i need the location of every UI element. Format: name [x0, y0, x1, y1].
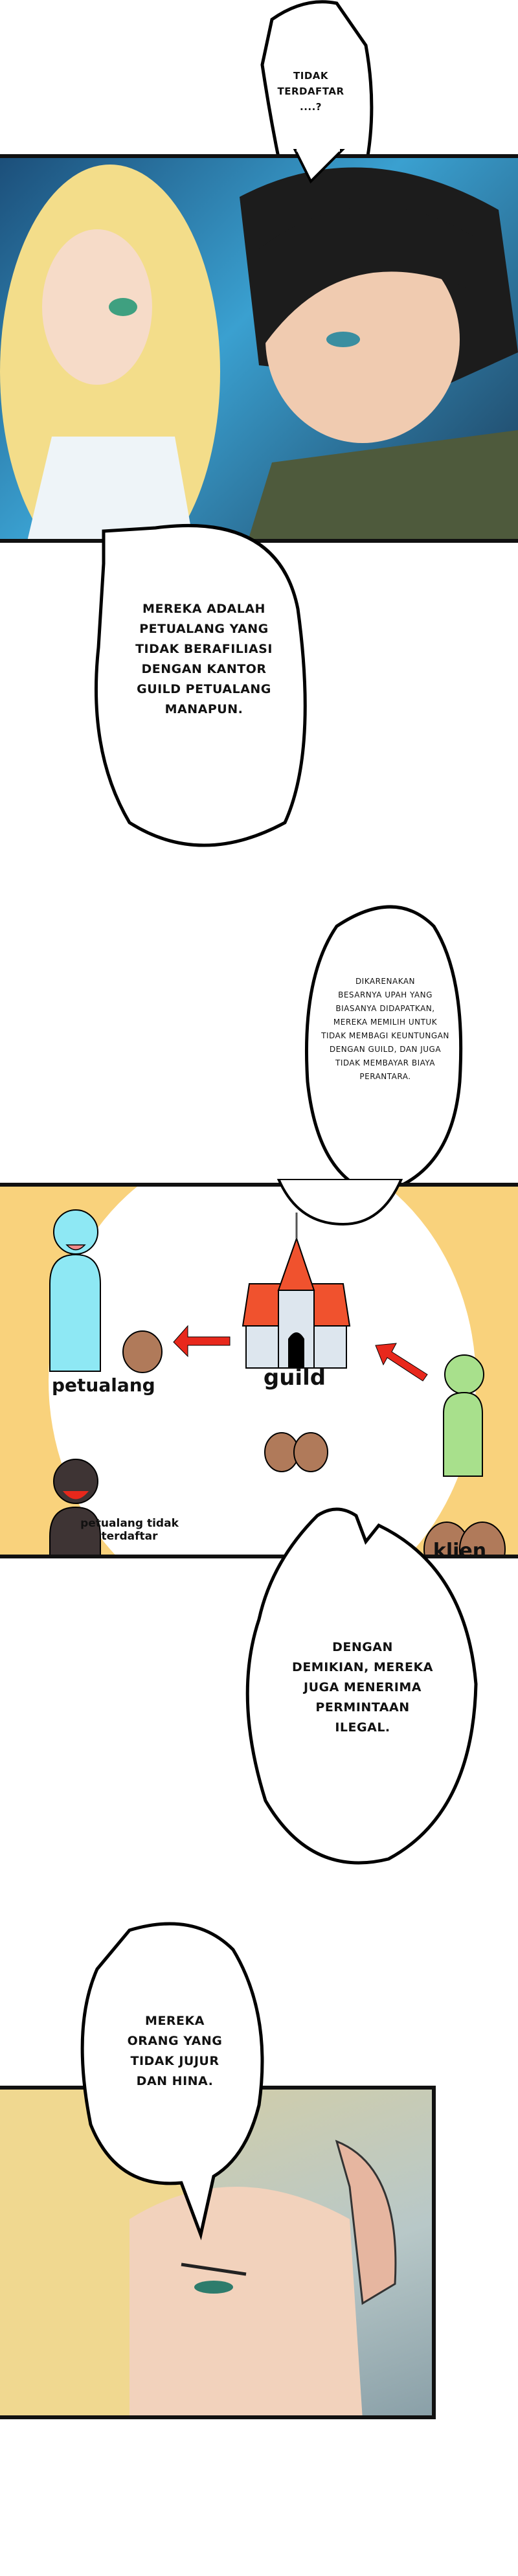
bubble-1-text: TIDAK TERDAFTAR ....? [277, 70, 344, 113]
panel-characters [0, 154, 518, 543]
speech-bubble-2 [95, 524, 307, 847]
bubble-5-text: MEREKA ORANG YANG TIDAK JUJUR DAN HINA. [127, 2014, 223, 2088]
label-adventurer: petualang [52, 1374, 155, 1396]
unregistered-adventurer-figure [49, 1459, 101, 1555]
diagram-art [49, 1187, 506, 1555]
money-bag-icon [122, 1330, 163, 1373]
bubble-3-text: DIKARENAKAN BESARNYA UPAH YANG BIASANYA … [321, 977, 449, 1081]
money-bag-icon [293, 1432, 328, 1472]
label-guild: guild [263, 1365, 326, 1391]
label-client: klien [433, 1540, 487, 1558]
speech-bubble-3 [305, 905, 463, 1228]
bubble-3-tail [276, 1179, 403, 1226]
guild-building-icon [242, 1213, 351, 1369]
bubble-1-tail [293, 149, 345, 184]
bubble-4-text: DENGAN DEMIKIAN, MEREKA JUGA MENERIMA PE… [292, 1640, 433, 1735]
arrow-guild-to-adventurer [173, 1325, 231, 1358]
diagram-highlight-circle [49, 1187, 476, 1555]
arrow-client-to-guild [375, 1343, 428, 1382]
adventurer-figure [49, 1209, 101, 1372]
money-bag-icon [459, 1522, 506, 1555]
speech-bubble-5 [80, 1922, 264, 2240]
panel-characters-art [0, 165, 518, 539]
client-figure [443, 1354, 484, 1477]
bubble-2-text: MEREKA ADALAH PETUALANG YANG TIDAK BERAF… [135, 602, 273, 716]
panel-diagram: petualang guild klien petualang tidak te… [0, 1183, 518, 1558]
label-unregistered-adventurer: petualang tidak terdaftar [80, 1517, 179, 1543]
speech-bubble-4 [245, 1507, 478, 1865]
speech-bubble-1 [260, 0, 374, 190]
